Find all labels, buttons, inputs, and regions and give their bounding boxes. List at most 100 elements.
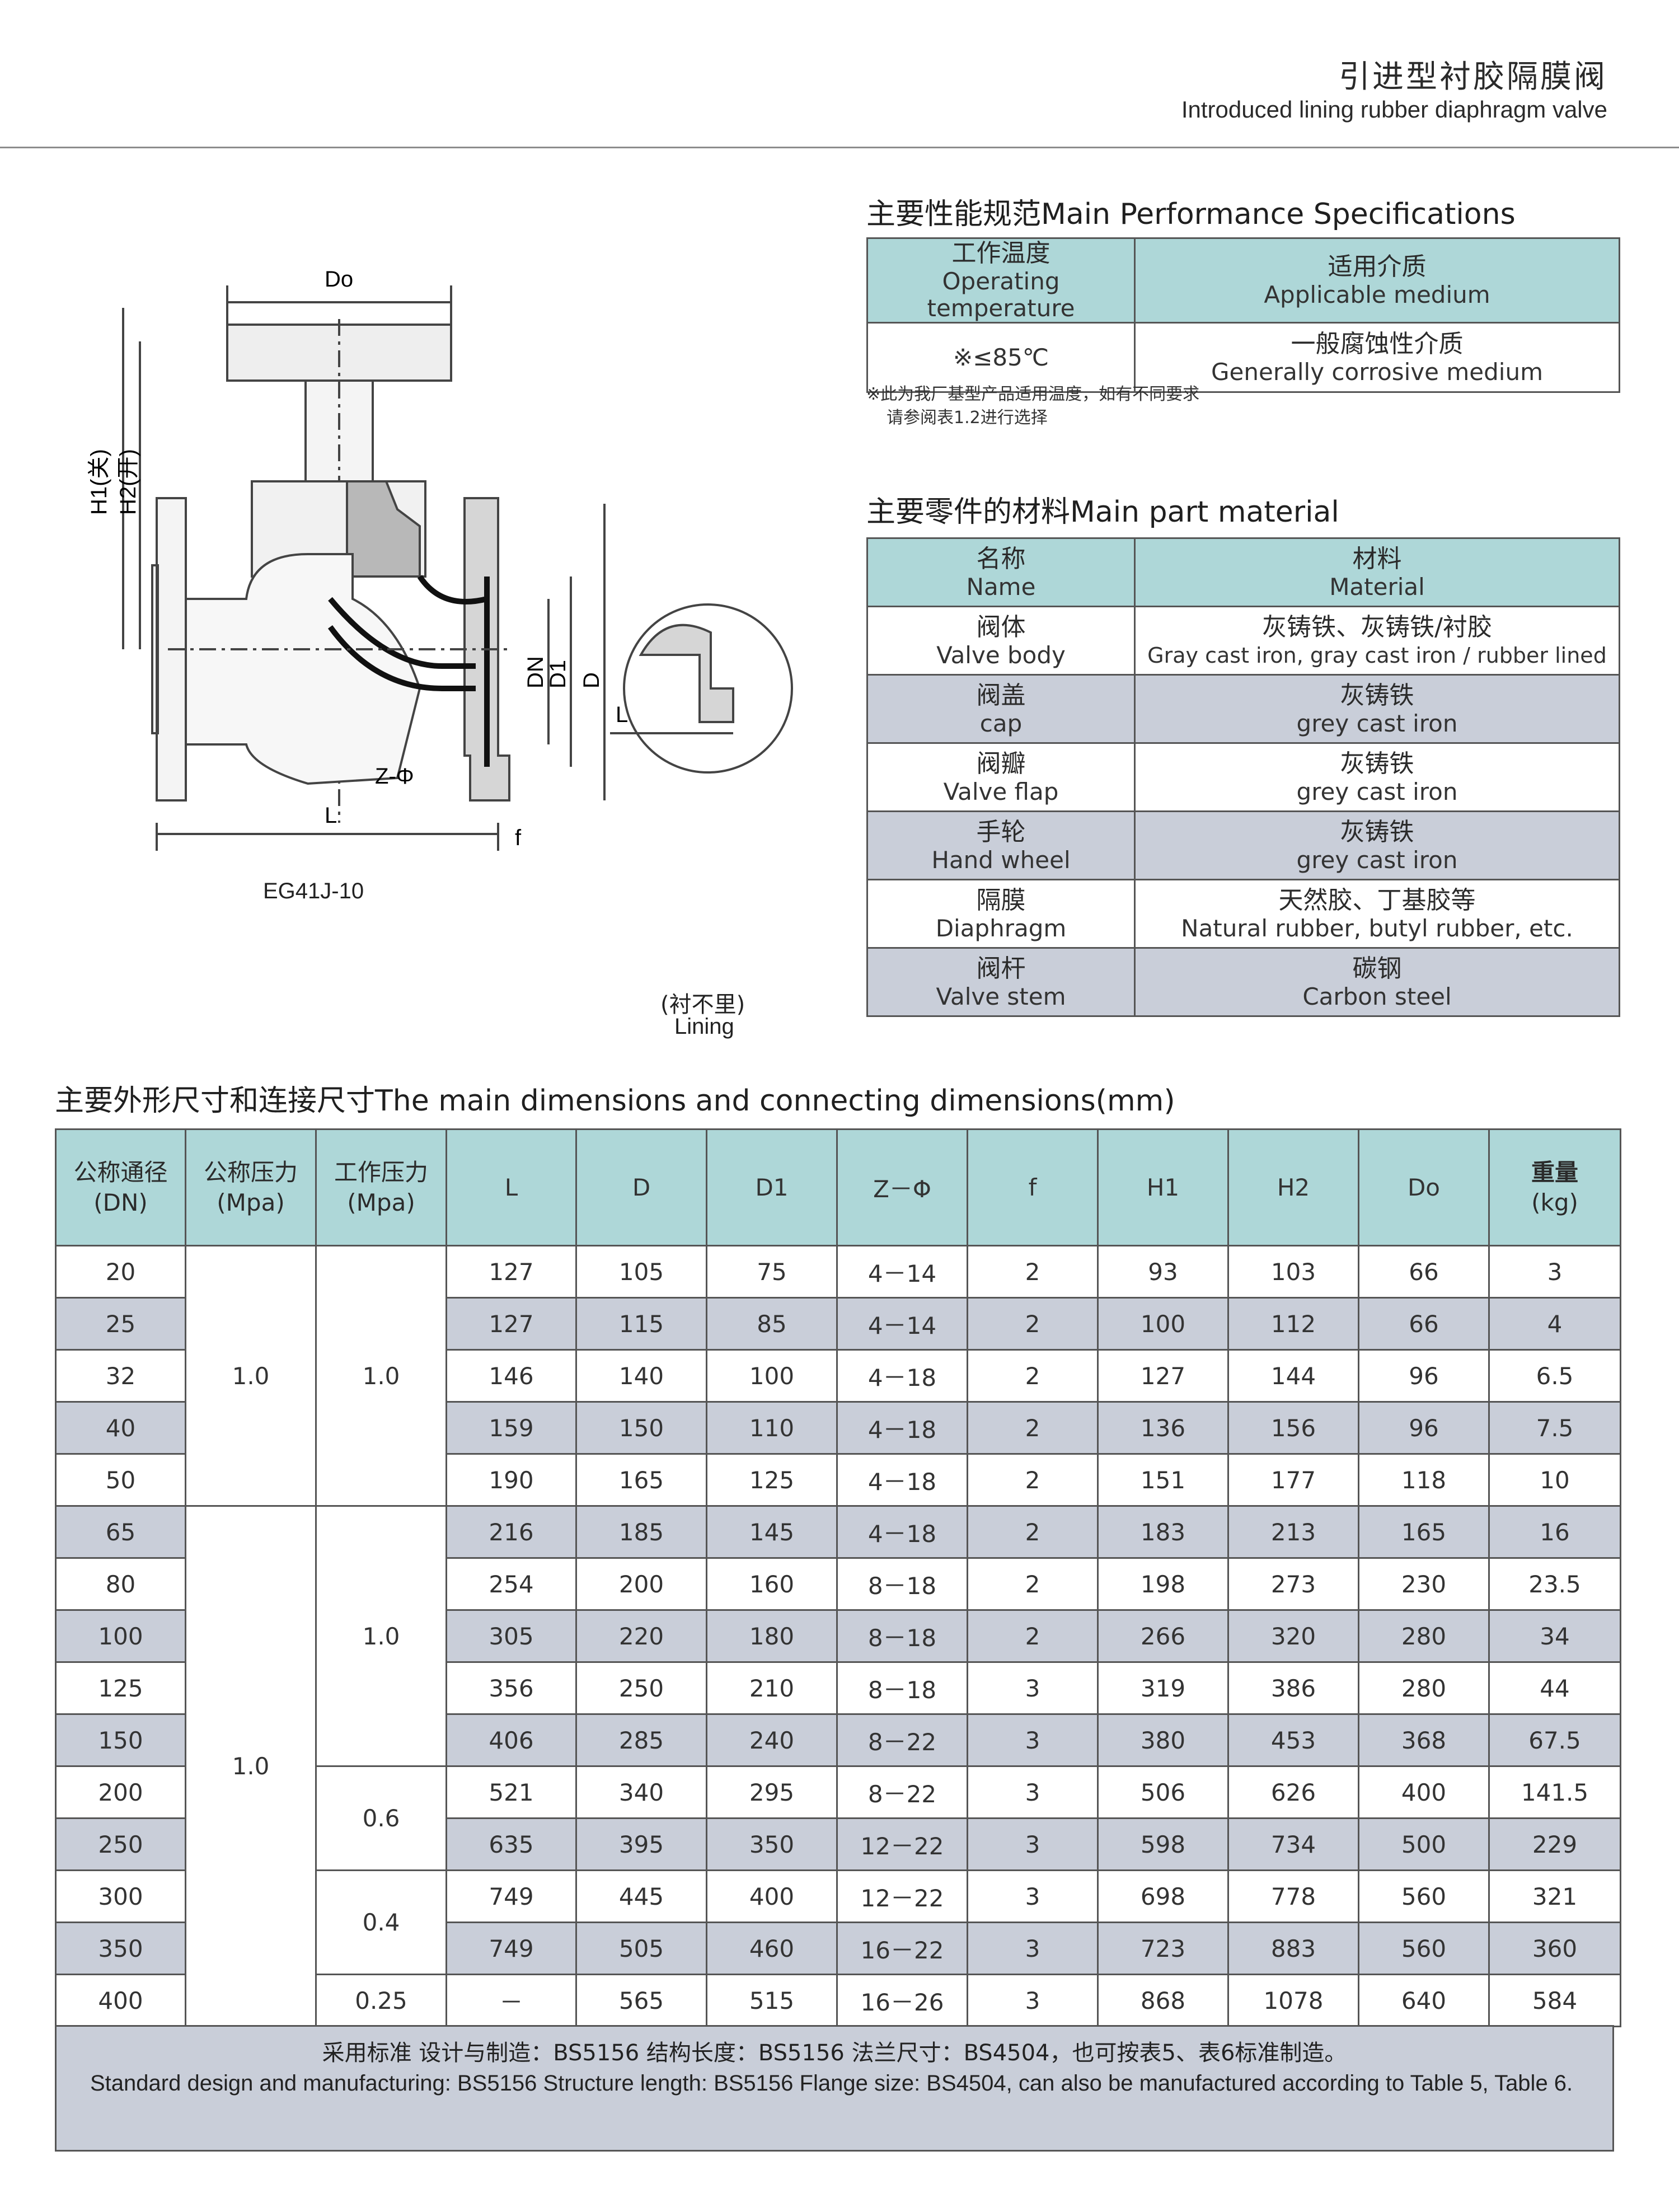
cell-dn: 125 xyxy=(55,1661,186,1715)
cell-d1: 100 xyxy=(706,1349,838,1403)
spec-note: ※此为我厂基型产品适用温度，如有不同要求 请参阅表1.2进行选择 xyxy=(866,385,1200,428)
col-pn: 公称压力(Mpa) xyxy=(185,1128,317,1246)
spec-header-temperature: 工作温度 Operating temperature xyxy=(866,237,1136,324)
cell-h1: 380 xyxy=(1097,1713,1229,1767)
cell-wp: 0.25 xyxy=(315,1974,447,2027)
cell-z: 8－18 xyxy=(836,1557,968,1611)
cell-z: 16－22 xyxy=(836,1922,968,1975)
cell-do: 280 xyxy=(1358,1661,1490,1715)
dim-l-label: L xyxy=(325,803,337,828)
cell-wt: 360 xyxy=(1488,1922,1621,1975)
cell-h2: 156 xyxy=(1227,1401,1359,1455)
cell-h2: 103 xyxy=(1227,1245,1359,1299)
cell-h2: 144 xyxy=(1227,1349,1359,1403)
cell-d1: 145 xyxy=(706,1505,838,1559)
cell-f: 2 xyxy=(967,1245,1099,1299)
cell-h2: 734 xyxy=(1227,1817,1359,1871)
cell-do: 66 xyxy=(1358,1245,1490,1299)
cell-wt: 10 xyxy=(1488,1453,1621,1507)
cell-wt: 229 xyxy=(1488,1817,1621,1871)
cell-wt: 16 xyxy=(1488,1505,1621,1559)
cell-f: 2 xyxy=(967,1453,1099,1507)
cell-h1: 319 xyxy=(1097,1661,1229,1715)
cell-l: 146 xyxy=(445,1349,577,1403)
cell-d1: 295 xyxy=(706,1765,838,1819)
cell-z: 4－18 xyxy=(836,1401,968,1455)
cell-pn: 1.0 xyxy=(185,1245,317,1507)
cell-wt: 4 xyxy=(1488,1297,1621,1351)
col-f: f xyxy=(967,1128,1099,1246)
dimensions-heading: 主要外形尺寸和连接尺寸The main dimensions and conne… xyxy=(55,1084,1175,1118)
cell-f: 3 xyxy=(967,1974,1099,2027)
cell-wt: 141.5 xyxy=(1488,1765,1621,1819)
cell-d: 250 xyxy=(575,1661,707,1715)
cell-l: 127 xyxy=(445,1297,577,1351)
col-weight: 重量(kg) xyxy=(1488,1128,1621,1246)
cell-l: 749 xyxy=(445,1869,577,1923)
cell-z: 12－22 xyxy=(836,1817,968,1871)
cell-h2: 626 xyxy=(1227,1765,1359,1819)
cell-f: 2 xyxy=(967,1349,1099,1403)
cell-dn: 40 xyxy=(55,1401,186,1455)
cell-h1: 136 xyxy=(1097,1401,1229,1455)
cell-do: 96 xyxy=(1358,1401,1490,1455)
cell-f: 2 xyxy=(967,1557,1099,1611)
cell-do: 368 xyxy=(1358,1713,1490,1767)
col-l: L xyxy=(445,1128,577,1246)
cell-d1: 75 xyxy=(706,1245,838,1299)
cell-d: 185 xyxy=(575,1505,707,1559)
cell-l: 406 xyxy=(445,1713,577,1767)
valve-drawing: Do H1(关) H2(开) DN D1 D Z-Φ L f L xyxy=(87,267,793,851)
cell-z: 4－14 xyxy=(836,1245,968,1299)
cell-f: 3 xyxy=(967,1922,1099,1975)
dim-d-label: D xyxy=(579,672,604,688)
cell-dn: 350 xyxy=(55,1922,186,1975)
cell-l: 190 xyxy=(445,1453,577,1507)
cell-d: 200 xyxy=(575,1557,707,1611)
cell-d: 285 xyxy=(575,1713,707,1767)
cell-h1: 183 xyxy=(1097,1505,1229,1559)
cell-d1: 125 xyxy=(706,1453,838,1507)
cell-d1: 460 xyxy=(706,1922,838,1975)
cell-dn: 400 xyxy=(55,1974,186,2027)
cell-dn: 200 xyxy=(55,1765,186,1819)
cell-z: 4－14 xyxy=(836,1297,968,1351)
cell-d: 140 xyxy=(575,1349,707,1403)
cell-h1: 100 xyxy=(1097,1297,1229,1351)
standards-footer: 采用标准 设计与制造：BS5156 结构长度：BS5156 法兰尺寸：BS450… xyxy=(55,2025,1614,2152)
cell-h1: 723 xyxy=(1097,1922,1229,1975)
cell-h1: 151 xyxy=(1097,1453,1229,1507)
cell-do: 165 xyxy=(1358,1505,1490,1559)
cell-f: 3 xyxy=(967,1765,1099,1819)
cell-z: 16－26 xyxy=(836,1974,968,2027)
cell-wt: 584 xyxy=(1488,1974,1621,2027)
cell-dn: 65 xyxy=(55,1505,186,1559)
cell-l: 159 xyxy=(445,1401,577,1455)
cell-l: 305 xyxy=(445,1609,577,1663)
col-z: Z－Φ xyxy=(836,1128,968,1246)
cell-d1: 210 xyxy=(706,1661,838,1715)
cell-wt: 67.5 xyxy=(1488,1713,1621,1767)
cell-wt: 44 xyxy=(1488,1661,1621,1715)
cell-l: 521 xyxy=(445,1765,577,1819)
cell-h2: 386 xyxy=(1227,1661,1359,1715)
materials-heading: 主要零件的材料Main part material xyxy=(866,495,1339,529)
cell-d: 565 xyxy=(575,1974,707,2027)
cell-l: 356 xyxy=(445,1661,577,1715)
cell-z: 4－18 xyxy=(836,1349,968,1403)
cell-f: 3 xyxy=(967,1713,1099,1767)
cell-d1: 240 xyxy=(706,1713,838,1767)
performance-heading: 主要性能规范Main Performance Specifications xyxy=(866,198,1516,231)
col-dn: 公称通径(DN) xyxy=(55,1128,186,1246)
cell-d: 395 xyxy=(575,1817,707,1871)
dimensions-table: 公称通径(DN) 公称压力(Mpa) 工作压力(Mpa) L D D1 Z－Φ … xyxy=(55,1128,1621,2027)
cell-do: 500 xyxy=(1358,1817,1490,1871)
cell-dn: 100 xyxy=(55,1609,186,1663)
